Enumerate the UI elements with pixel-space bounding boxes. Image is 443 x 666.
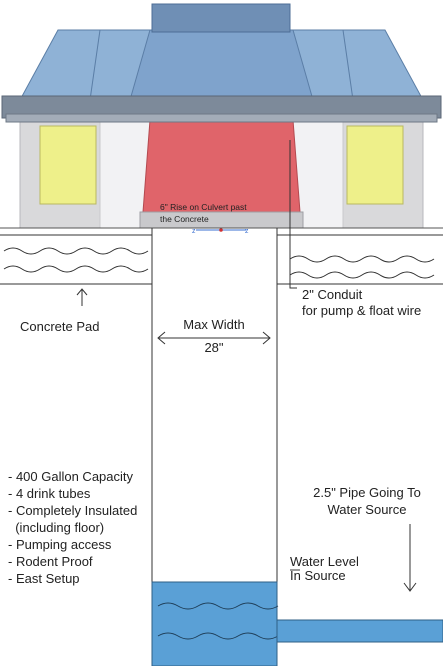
feature-item: - 400 Gallon Capacity — [8, 469, 134, 484]
right-pad-wave-2 — [289, 271, 435, 279]
max-width-arrow-right-head — [262, 331, 271, 345]
conduit-label-line2: for pump & float wire — [302, 303, 421, 318]
feature-item: (including floor) — [8, 520, 104, 535]
roof-crease-right — [342, 29, 354, 101]
conduit-wire — [289, 140, 297, 289]
max-width-title: Max Width — [183, 317, 244, 332]
left-pad-wave-1 — [3, 247, 149, 255]
axis-label-right: z — [245, 228, 249, 235]
feature-item: - Completely Insulated — [8, 503, 137, 518]
pipe-label-line1: 2.5" Pipe Going To — [313, 485, 421, 500]
shaft-water-body — [151, 581, 278, 666]
culvert-rise-label-line2: the Concrete — [160, 214, 209, 224]
shaft-water — [151, 581, 279, 666]
axis-label-left: z — [192, 228, 196, 235]
concrete-pad-arrow-head — [76, 288, 88, 296]
roof-rim-lower — [5, 113, 438, 123]
feature-item: - Rodent Proof — [8, 554, 93, 569]
pipe-label-line2: Water Source — [328, 502, 407, 517]
right-pad-wave-1 — [289, 255, 435, 263]
roof-center-panel — [129, 29, 314, 101]
shaft-water-wave-2 — [157, 632, 279, 640]
feature-item: - 4 drink tubes — [8, 486, 91, 501]
left-insulation-panel — [39, 125, 97, 205]
roof-top-cap — [151, 3, 291, 33]
conduit-label-line1: 2" Conduit — [302, 287, 363, 302]
max-width-arrow-left-head — [157, 331, 166, 345]
left-pad-wave-2 — [3, 265, 149, 273]
pipe-arrow-head — [403, 582, 417, 592]
water-level-label-line1: Water Level — [290, 554, 359, 569]
waterer-structure — [1, 3, 442, 229]
supply-pipe — [276, 619, 443, 643]
roof-crease-left — [89, 29, 101, 101]
concrete-pad-label: Concrete Pad — [20, 319, 100, 334]
shaft-water-wave-1 — [157, 602, 279, 610]
concrete-pads — [0, 227, 443, 285]
axis-marker-center — [219, 228, 223, 232]
water-level-label-line2: In Source — [290, 568, 346, 583]
feature-item: - East Setup — [8, 571, 80, 586]
features-list: - 400 Gallon Capacity - 4 drink tubes - … — [8, 469, 137, 586]
feature-item: - Pumping access — [8, 537, 112, 552]
culvert-rise-label-line1: 6" Rise on Culvert past — [160, 202, 247, 212]
right-insulation-panel — [346, 125, 404, 205]
max-width-value: 28" — [204, 340, 223, 355]
red-drink-chamber — [142, 119, 301, 213]
